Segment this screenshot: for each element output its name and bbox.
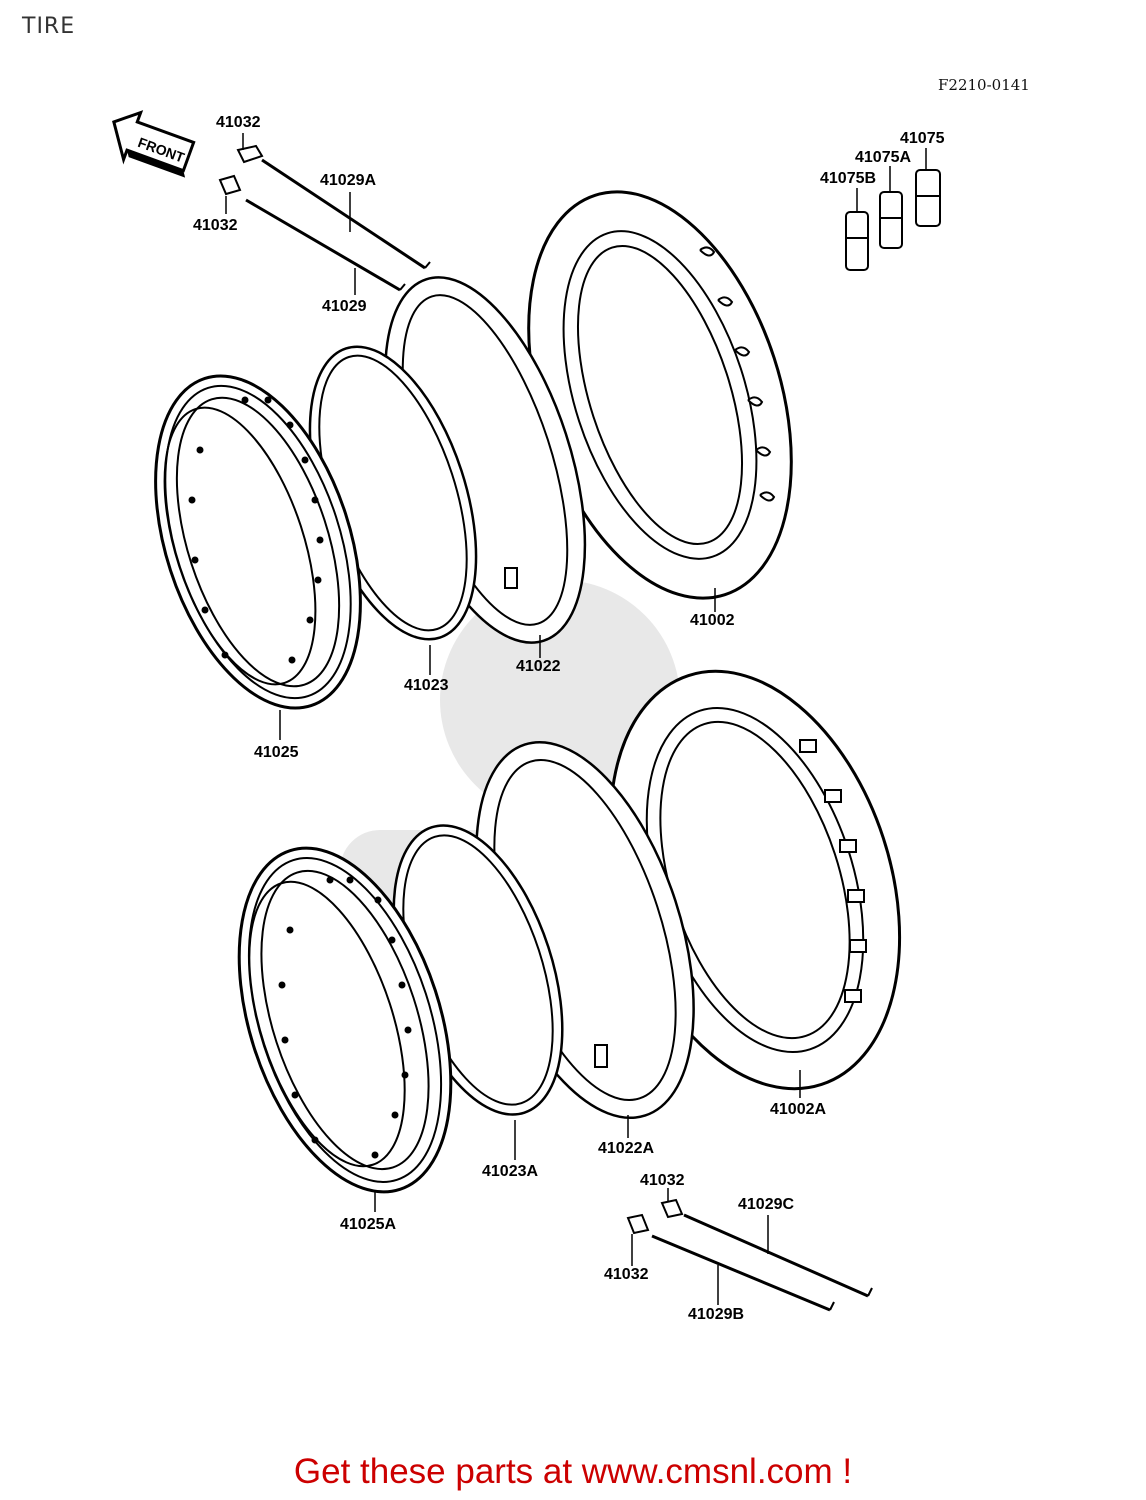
part-label-41029B: 41029B bbox=[688, 1306, 745, 1323]
footer-link[interactable]: Get these parts at www.cmsnl.com ! bbox=[293, 1452, 853, 1491]
part-label-41025A: 41025A bbox=[340, 1216, 397, 1233]
part-label-41022: 41022 bbox=[516, 658, 561, 675]
spoke-set-top bbox=[218, 133, 431, 295]
tire-front bbox=[527, 190, 793, 612]
rim-rear bbox=[237, 846, 453, 1212]
part-label-41029A: 41029A bbox=[320, 172, 377, 189]
part-label-41023A: 41023A bbox=[482, 1163, 539, 1180]
part-label-41075B: 41075B bbox=[820, 170, 877, 187]
part-label-41032: 41032 bbox=[216, 114, 261, 131]
part-label-41025: 41025 bbox=[254, 744, 299, 761]
page-title: TIRE bbox=[22, 14, 76, 39]
front-arrow-icon: FRONT bbox=[112, 110, 196, 178]
part-label-41002: 41002 bbox=[690, 612, 735, 629]
part-label-41002A: 41002A bbox=[770, 1101, 827, 1118]
rim-front bbox=[154, 374, 362, 740]
spoke-set-bottom bbox=[626, 1188, 873, 1312]
part-label-41022A: 41022A bbox=[598, 1140, 655, 1157]
part-label-41029C: 41029C bbox=[738, 1196, 795, 1213]
valve-caps bbox=[845, 148, 941, 271]
part-label-41023: 41023 bbox=[404, 677, 449, 694]
part-label-41029: 41029 bbox=[322, 298, 367, 315]
part-label-41032: 41032 bbox=[604, 1266, 649, 1283]
part-label-41032: 41032 bbox=[193, 217, 238, 234]
part-label-41075A: 41075A bbox=[855, 149, 912, 166]
part-label-41075: 41075 bbox=[900, 130, 945, 147]
part-label-41032: 41032 bbox=[640, 1172, 685, 1189]
figure-code: F2210-0141 bbox=[938, 76, 1030, 94]
